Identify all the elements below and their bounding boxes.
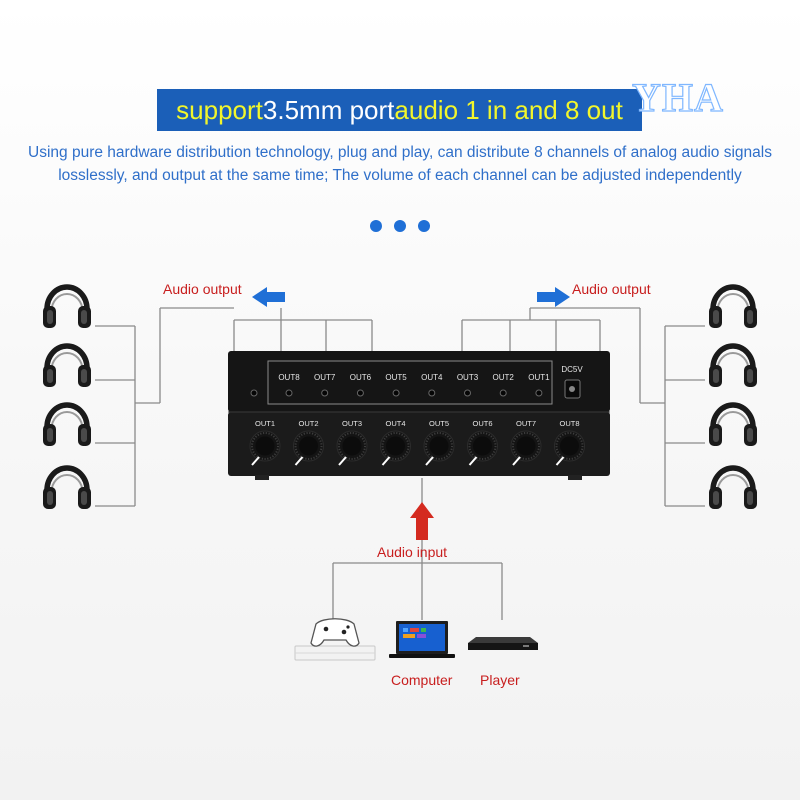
audio-jack[interactable]: [285, 389, 293, 397]
volume-knob-label: OUT6: [472, 419, 492, 428]
rear-port-label: OUT2: [493, 373, 515, 382]
headphones-icon: [43, 405, 91, 446]
media-player-icon: [468, 637, 538, 650]
brand-logo: YHA: [631, 74, 724, 120]
audio-jack[interactable]: [428, 389, 436, 397]
headphones-icon: [709, 468, 757, 509]
rear-port-label: OUT6: [350, 373, 372, 382]
volume-knob-label: OUT5: [429, 419, 449, 428]
headline-banner: support 3.5mm port audio 1 in and 8 out: [157, 89, 642, 131]
headphones-icon: [43, 346, 91, 387]
volume-knob-label: OUT7: [516, 419, 536, 428]
audio-output-right-label: Audio output: [572, 281, 651, 297]
computer-label: Computer: [391, 672, 453, 688]
headphones-icon: [709, 405, 757, 446]
volume-knob-label: OUT2: [298, 419, 318, 428]
audio-jack[interactable]: [321, 389, 329, 397]
headphones-icon: [709, 346, 757, 387]
headline-part-3: audio 1 in and 8 out: [394, 94, 623, 125]
audio-jack[interactable]: [464, 389, 471, 397]
rear-port-label: OUT4: [421, 373, 443, 382]
audio-jack[interactable]: [356, 389, 364, 397]
rear-port-label: OUT5: [385, 373, 407, 382]
headline-part-2: 3.5mm port: [262, 94, 395, 125]
headline-part-1: support: [176, 94, 263, 125]
headphones-icon: [709, 287, 757, 328]
volume-knob-label: OUT3: [342, 419, 362, 428]
arrow-up-icon: [410, 502, 434, 540]
volume-knob-label: OUT8: [559, 419, 579, 428]
volume-knob-label: OUT1: [255, 419, 275, 428]
decorative-dot: [394, 220, 406, 232]
headphones-icon: [43, 287, 91, 328]
decorative-dot: [370, 220, 382, 232]
player-label: Player: [480, 672, 520, 688]
laptop-icon: [389, 621, 455, 658]
game-console-icon: [294, 618, 376, 661]
headphones-icon: [43, 468, 91, 509]
decorative-dot: [418, 220, 430, 232]
rear-port-label: OUT1: [528, 373, 550, 382]
rear-port-label: OUT7: [314, 373, 336, 382]
volume-knob-label: OUT4: [385, 419, 405, 428]
audio-output-left-label: Audio output: [163, 281, 242, 297]
rear-port-label: OUT8: [278, 373, 300, 382]
audio-jack[interactable]: [499, 389, 507, 397]
audio-jack[interactable]: [535, 389, 543, 397]
arrow-right-icon: [537, 287, 570, 307]
audio-jack[interactable]: [392, 389, 400, 397]
arrow-left-icon: [252, 287, 285, 307]
rear-port-label: OUT3: [457, 373, 479, 382]
description-text: Using pure hardware distribution technol…: [28, 144, 772, 184]
audio-input-label: Audio input: [377, 544, 448, 560]
power-label: DC5V: [561, 365, 583, 374]
